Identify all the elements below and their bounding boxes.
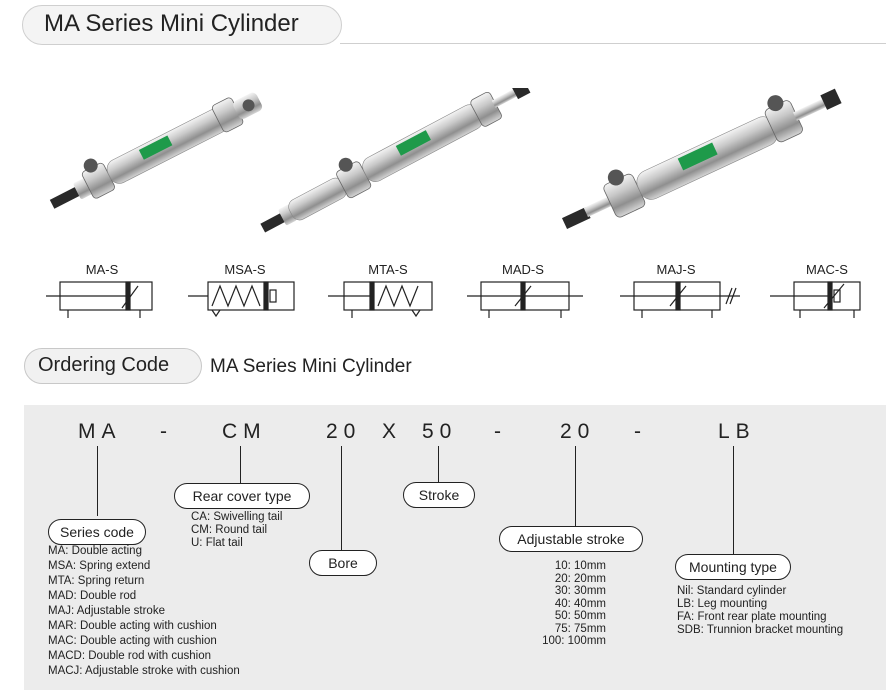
list-item: 20: 20mm <box>554 572 606 585</box>
list-item: MAC: Double acting with cushion <box>48 635 217 647</box>
symbol-mac-s <box>770 281 861 318</box>
title-tab <box>22 5 342 45</box>
adjustable-stroke-pill: Adjustable stroke <box>499 526 643 552</box>
list-item: 100: 100mm <box>542 635 606 647</box>
list-item: MAD: Double rod <box>48 590 137 602</box>
connector-mounting <box>733 446 734 554</box>
code-part-x: X <box>382 420 403 443</box>
code-part-mounting: LB <box>718 420 756 443</box>
bore-pill: Bore <box>309 550 377 576</box>
stroke-pill: Stroke <box>403 482 475 508</box>
symbol-msa-s <box>188 281 295 318</box>
mounting-type-pill: Mounting type <box>675 554 791 580</box>
symbol-label-mac-s: MAC-S <box>806 262 848 277</box>
symbol-label-mad-s: MAD-S <box>502 262 544 277</box>
symbol-ma-s <box>46 281 153 318</box>
list-item: 75: 75mm <box>554 622 606 635</box>
code-part-rear-cover: CM <box>222 420 267 443</box>
list-item: MACJ: Adjustable stroke with cushion <box>48 665 240 677</box>
code-part-stroke: 50 <box>422 420 458 443</box>
list-item: 40: 40mm <box>554 597 606 610</box>
connector-adjustable <box>575 446 576 526</box>
list-item: FA: Front rear plate mounting <box>677 611 827 623</box>
list-item: CA: Swivelling tail <box>191 511 283 523</box>
cylinder-photo-mad <box>561 88 842 229</box>
code-part-bore: 20 <box>326 420 362 443</box>
list-item: MACD: Double rod with cushion <box>48 650 211 662</box>
connector-stroke <box>438 446 439 482</box>
cylinder-photo-ma <box>49 92 263 209</box>
connector-series <box>97 446 98 516</box>
list-item: 50: 50mm <box>554 610 606 622</box>
ordering-panel <box>24 405 886 690</box>
list-item: CM: Round tail <box>191 524 268 536</box>
list-item: LB: Leg mounting <box>677 598 768 610</box>
series-code-pill: Series code <box>48 519 146 545</box>
list-item: U: Flat tail <box>191 537 243 549</box>
symbol-label-msa-s: MSA-S <box>224 262 266 277</box>
list-item: Nil: Standard cylinder <box>677 585 787 597</box>
cylinder-photo-msa <box>260 88 531 233</box>
page-title: MA Series Mini Cylinder <box>44 10 299 37</box>
symbol-label-maj-s: MAJ-S <box>656 262 696 277</box>
connector-rear-cover <box>240 446 241 484</box>
symbol-label-mta-s: MTA-S <box>368 262 408 277</box>
code-part-dash-3: - <box>634 420 647 443</box>
ordering-code-subtitle: MA Series Mini Cylinder <box>210 356 412 377</box>
symbol-mta-s <box>328 281 433 318</box>
connector-bore <box>341 446 342 550</box>
list-item: MTA: Spring return <box>48 575 145 587</box>
code-part-dash-1: - <box>160 420 173 443</box>
list-item: MAJ: Adjustable stroke <box>48 605 165 617</box>
symbol-label-ma-s: MA-S <box>85 262 119 277</box>
rear-cover-list: CA: Swivelling tail CM: Round tail U: Fl… <box>191 511 282 550</box>
list-item: 10: 10mm <box>554 560 606 572</box>
list-item: MAR: Double acting with cushion <box>48 620 217 632</box>
symbol-maj-s <box>620 281 740 318</box>
ordering-code-tab <box>24 348 202 384</box>
list-item: SDB: Trunnion bracket mounting <box>677 624 844 636</box>
adjustable-stroke-list: 10: 10mm 20: 20mm 30: 30mm 40: 40mm 50: … <box>536 560 606 648</box>
list-item: 30: 30mm <box>554 585 606 597</box>
symbol-mad-s <box>467 281 583 318</box>
code-part-adjustable: 20 <box>560 420 596 443</box>
mounting-type-list: Nil: Standard cylinder LB: Leg mounting … <box>677 585 843 637</box>
list-item: MA: Double acting <box>48 545 142 557</box>
title-underline <box>340 43 886 44</box>
code-part-series: MA <box>78 420 122 443</box>
rear-cover-type-pill: Rear cover type <box>174 483 310 509</box>
ordering-code-heading: Ordering Code <box>38 354 170 376</box>
series-code-list: MA: Double acting MSA: Spring extend MTA… <box>48 544 240 679</box>
code-part-dash-2: - <box>494 420 507 443</box>
list-item: MSA: Spring extend <box>48 560 151 572</box>
